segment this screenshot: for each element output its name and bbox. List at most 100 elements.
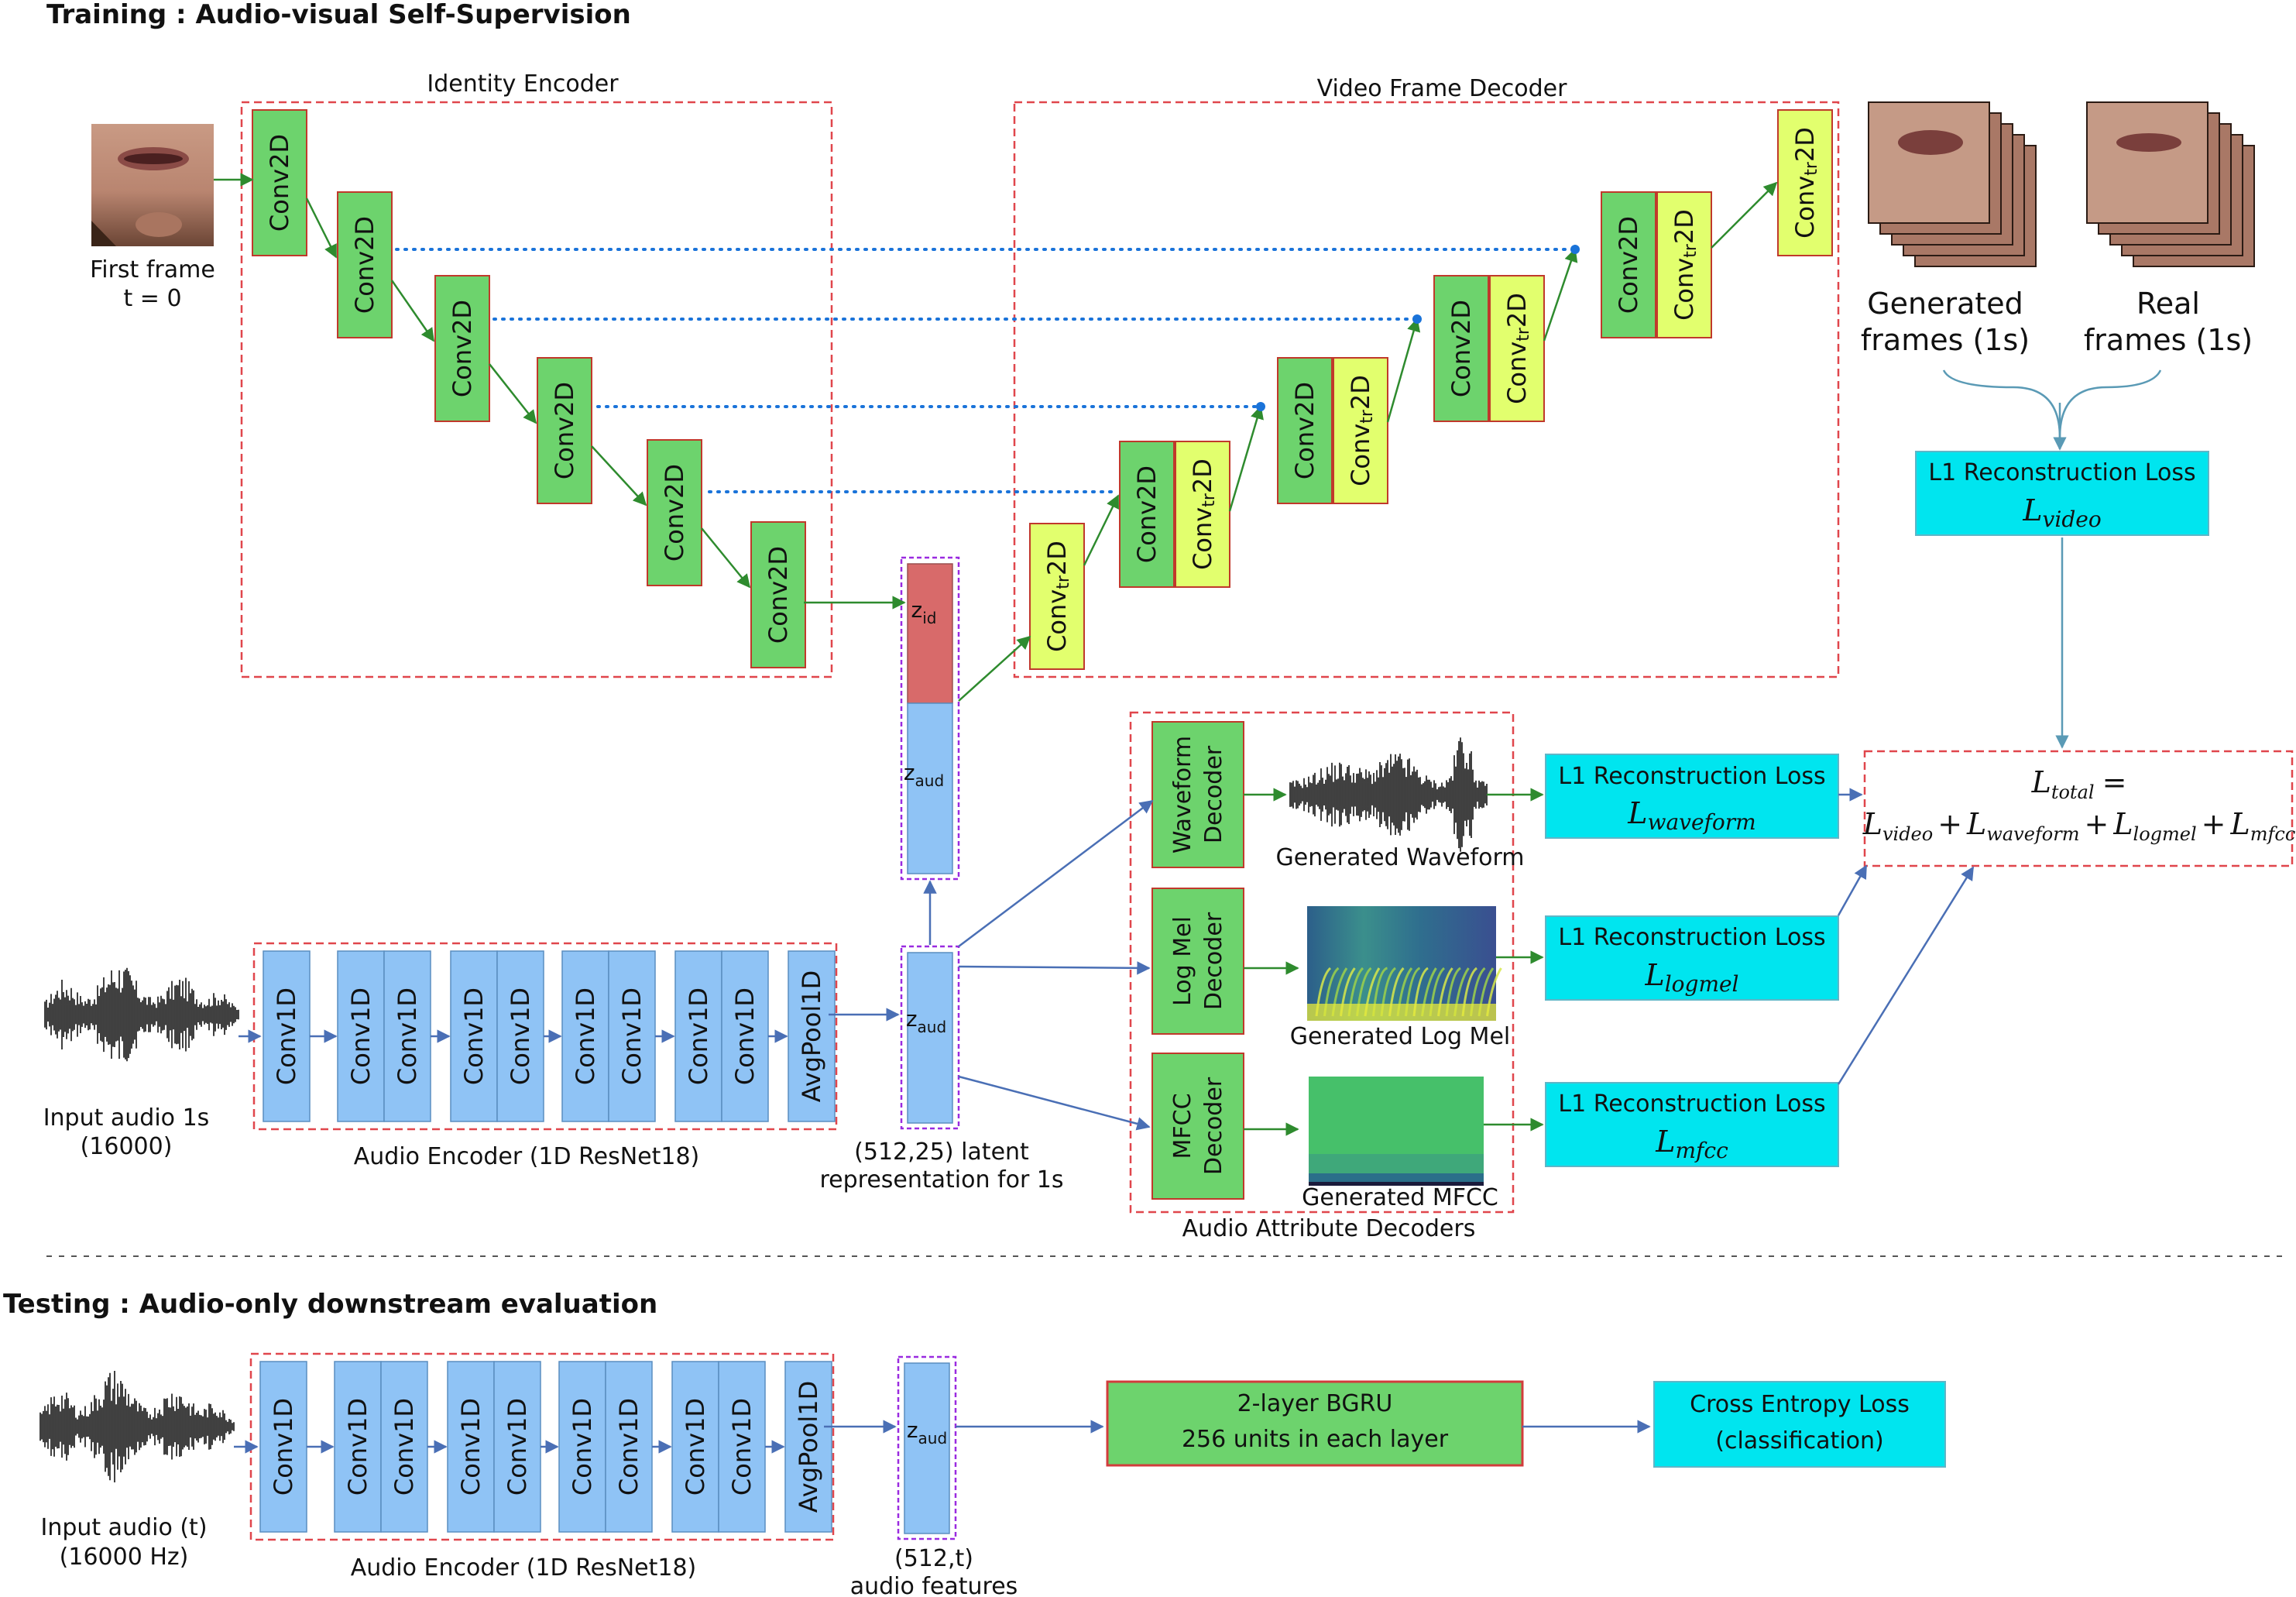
decoder-conv2d-block-3: [1433, 275, 1489, 422]
attribute-decoders-title: Audio Attribute Decoders: [1182, 1215, 1476, 1242]
waveform-loss-symbol: Lwaveform: [1627, 796, 1755, 835]
decoder-arrow-5: [1711, 181, 1778, 249]
arrow-mfcc-loss-to-total: [1837, 866, 1975, 1085]
train-encoder-conv1d-label-2-2: Conv1D: [393, 987, 422, 1085]
test-features-caption-1: (512,t): [894, 1545, 973, 1572]
identity-arrow-1: [305, 197, 338, 259]
decoder-arrow-1: [1083, 494, 1120, 566]
first-frame-time: t = 0: [123, 285, 181, 312]
test-encoder-conv1d-label-2-1: Conv1D: [343, 1398, 372, 1496]
test-encoder-conv1d-block-2-2: [380, 1361, 428, 1533]
test-encoder-conv1d-label-3-2: Conv1D: [503, 1398, 532, 1496]
realStack-mouth-1: [2116, 133, 2181, 152]
train-encoder-conv1d-label-2-1: Conv1D: [346, 987, 376, 1085]
decoder-conv2d-block-1: [1119, 441, 1175, 588]
latent-caption-2: representation for 1s: [819, 1166, 1063, 1193]
logmel-loss-box: [1545, 915, 1839, 1001]
mfcc-loss-symbol: Lmfcc: [1655, 1125, 1728, 1163]
genWave-trace: [1289, 737, 1488, 852]
identity-arrow-2: [390, 280, 435, 342]
train-encoder-conv1d-label-5-2: Conv1D: [730, 987, 760, 1085]
test-encoder-conv1d-label-4-1: Conv1D: [568, 1398, 597, 1496]
arrow-latent-to-decoder: [958, 635, 1031, 702]
train-encoder-avgpool-block: [788, 950, 836, 1122]
identity-conv2d-block-2: [337, 191, 393, 338]
test-features-block: [904, 1362, 950, 1534]
first-frame-image: [91, 124, 214, 246]
identity-arrow-3: [489, 363, 537, 424]
test-encoder-conv1d-label-1-1: Conv1D: [269, 1398, 298, 1496]
train-encoder-conv1d-label-4-2: Conv1D: [617, 987, 647, 1085]
skip-connection-dots: [1256, 245, 1580, 411]
z-aud-label: zaud: [904, 760, 944, 790]
logmel-loss-symbol: Llogmel: [1644, 958, 1738, 997]
video-loss-symbol: Lvideo: [2022, 493, 2101, 532]
video-loss-box: [1915, 451, 2209, 536]
z-aud-block: [907, 702, 953, 874]
video-decoder-box: [1013, 101, 1840, 678]
genStack-mouth-1: [1898, 130, 1963, 155]
decoder-convtr-label-4: Convtr2D: [1670, 209, 1701, 321]
decoder-convtr-block-4: [1656, 191, 1712, 338]
identity-conv2d-block-6: [750, 521, 806, 668]
decoder-convtr-last: [1777, 109, 1833, 256]
attribute-decoders-box: [1129, 711, 1515, 1214]
real-frames-label-1: Real: [2136, 287, 2200, 321]
identity-conv2d-label-3: Conv2D: [448, 300, 477, 397]
arrow-latent-to-waveform-decoder: [958, 799, 1154, 947]
train-encoder-conv1d-block-3-1: [450, 950, 498, 1122]
audio-latent-block: [907, 952, 953, 1124]
mfcc-decoder-label-2: Decoder: [1200, 1077, 1227, 1175]
genStack-frame-1: [1868, 101, 1990, 224]
waveform-loss-label: L1 Reconstruction Loss: [1558, 763, 1825, 790]
mfcc-loss-label: L1 Reconstruction Loss: [1558, 1090, 1825, 1118]
test-encoder-avgpool-label: AvgPool1D: [794, 1381, 823, 1513]
arrow-latent-to-logmel-decoder: [958, 961, 1151, 975]
identity-conv2d-label-5: Conv2D: [660, 464, 689, 562]
decoder-convtr-first-label: Convtr2D: [1042, 541, 1073, 652]
decoder-convtr-label-3: Convtr2D: [1502, 293, 1533, 404]
test-input-audio-waveform: [39, 1371, 235, 1482]
realStack-frame-1: [2086, 101, 2208, 224]
decoder-convtr-first: [1029, 523, 1085, 670]
skip-dot-2: [1412, 314, 1422, 324]
identity-arrow-5: [701, 527, 751, 589]
bgru-label-2: 256 units in each layer: [1182, 1426, 1449, 1453]
decoder-convtr-label-1: Convtr2D: [1188, 458, 1219, 570]
test-features-caption-2: audio features: [850, 1573, 1018, 1597]
test-encoder-conv1d-block-3-2: [493, 1361, 541, 1533]
total-loss-rhs: Lvideo+Lwaveform+Llogmel+Lmfcc: [1862, 807, 2296, 845]
audio-latent-label: zaud: [906, 1006, 946, 1036]
cross-entropy-box: [1653, 1381, 1946, 1468]
decoder-convtr-block-3: [1489, 275, 1545, 422]
train-encoder-conv1d-block-2-2: [383, 950, 431, 1122]
generated-frames-stack: [1868, 101, 2037, 267]
z-id-block: [907, 563, 953, 704]
identity-conv2d-label-4: Conv2D: [550, 382, 579, 479]
test-encoder-conv1d-label-3-1: Conv1D: [456, 1398, 486, 1496]
test-encoder-conv1d-label-5-1: Conv1D: [681, 1398, 710, 1496]
decoder-arrow-4: [1543, 248, 1578, 342]
test-encoder-conv1d-label-5-2: Conv1D: [727, 1398, 757, 1496]
arrow-latent-to-mfcc-decoder: [958, 1075, 1151, 1131]
identity-conv2d-label-6: Conv2D: [764, 546, 793, 644]
logmel-loss-label: L1 Reconstruction Loss: [1558, 924, 1825, 951]
test-encoder-conv1d-label-4-2: Conv1D: [614, 1398, 643, 1496]
test-encoder-conv1d-block-2-1: [334, 1361, 382, 1533]
identity-arrow-4: [591, 445, 647, 507]
arrow-logmel-loss-to-total: [1837, 864, 1868, 916]
latent-caption-1: (512,25) latent: [854, 1139, 1029, 1166]
train-encoder-conv1d-label-3-2: Conv1D: [506, 987, 535, 1085]
waveform-decoder-label-2: Decoder: [1200, 745, 1227, 843]
logmel-decoder-label-1: Log Mel: [1169, 916, 1196, 1006]
test-input-caption-2: (16000 Hz): [60, 1544, 189, 1571]
generated-logmel-label: Generated Log Mel: [1290, 1023, 1511, 1050]
identity-conv2d-block-1: [252, 109, 307, 256]
input-audio-caption-2: (16000): [81, 1133, 173, 1160]
test-input-caption-1: Input audio (t): [40, 1514, 207, 1541]
bgru-label-1: 2-layer BGRU: [1237, 1390, 1393, 1417]
total-loss-box: [1863, 750, 2294, 867]
waveform-loss-box: [1545, 754, 1839, 839]
